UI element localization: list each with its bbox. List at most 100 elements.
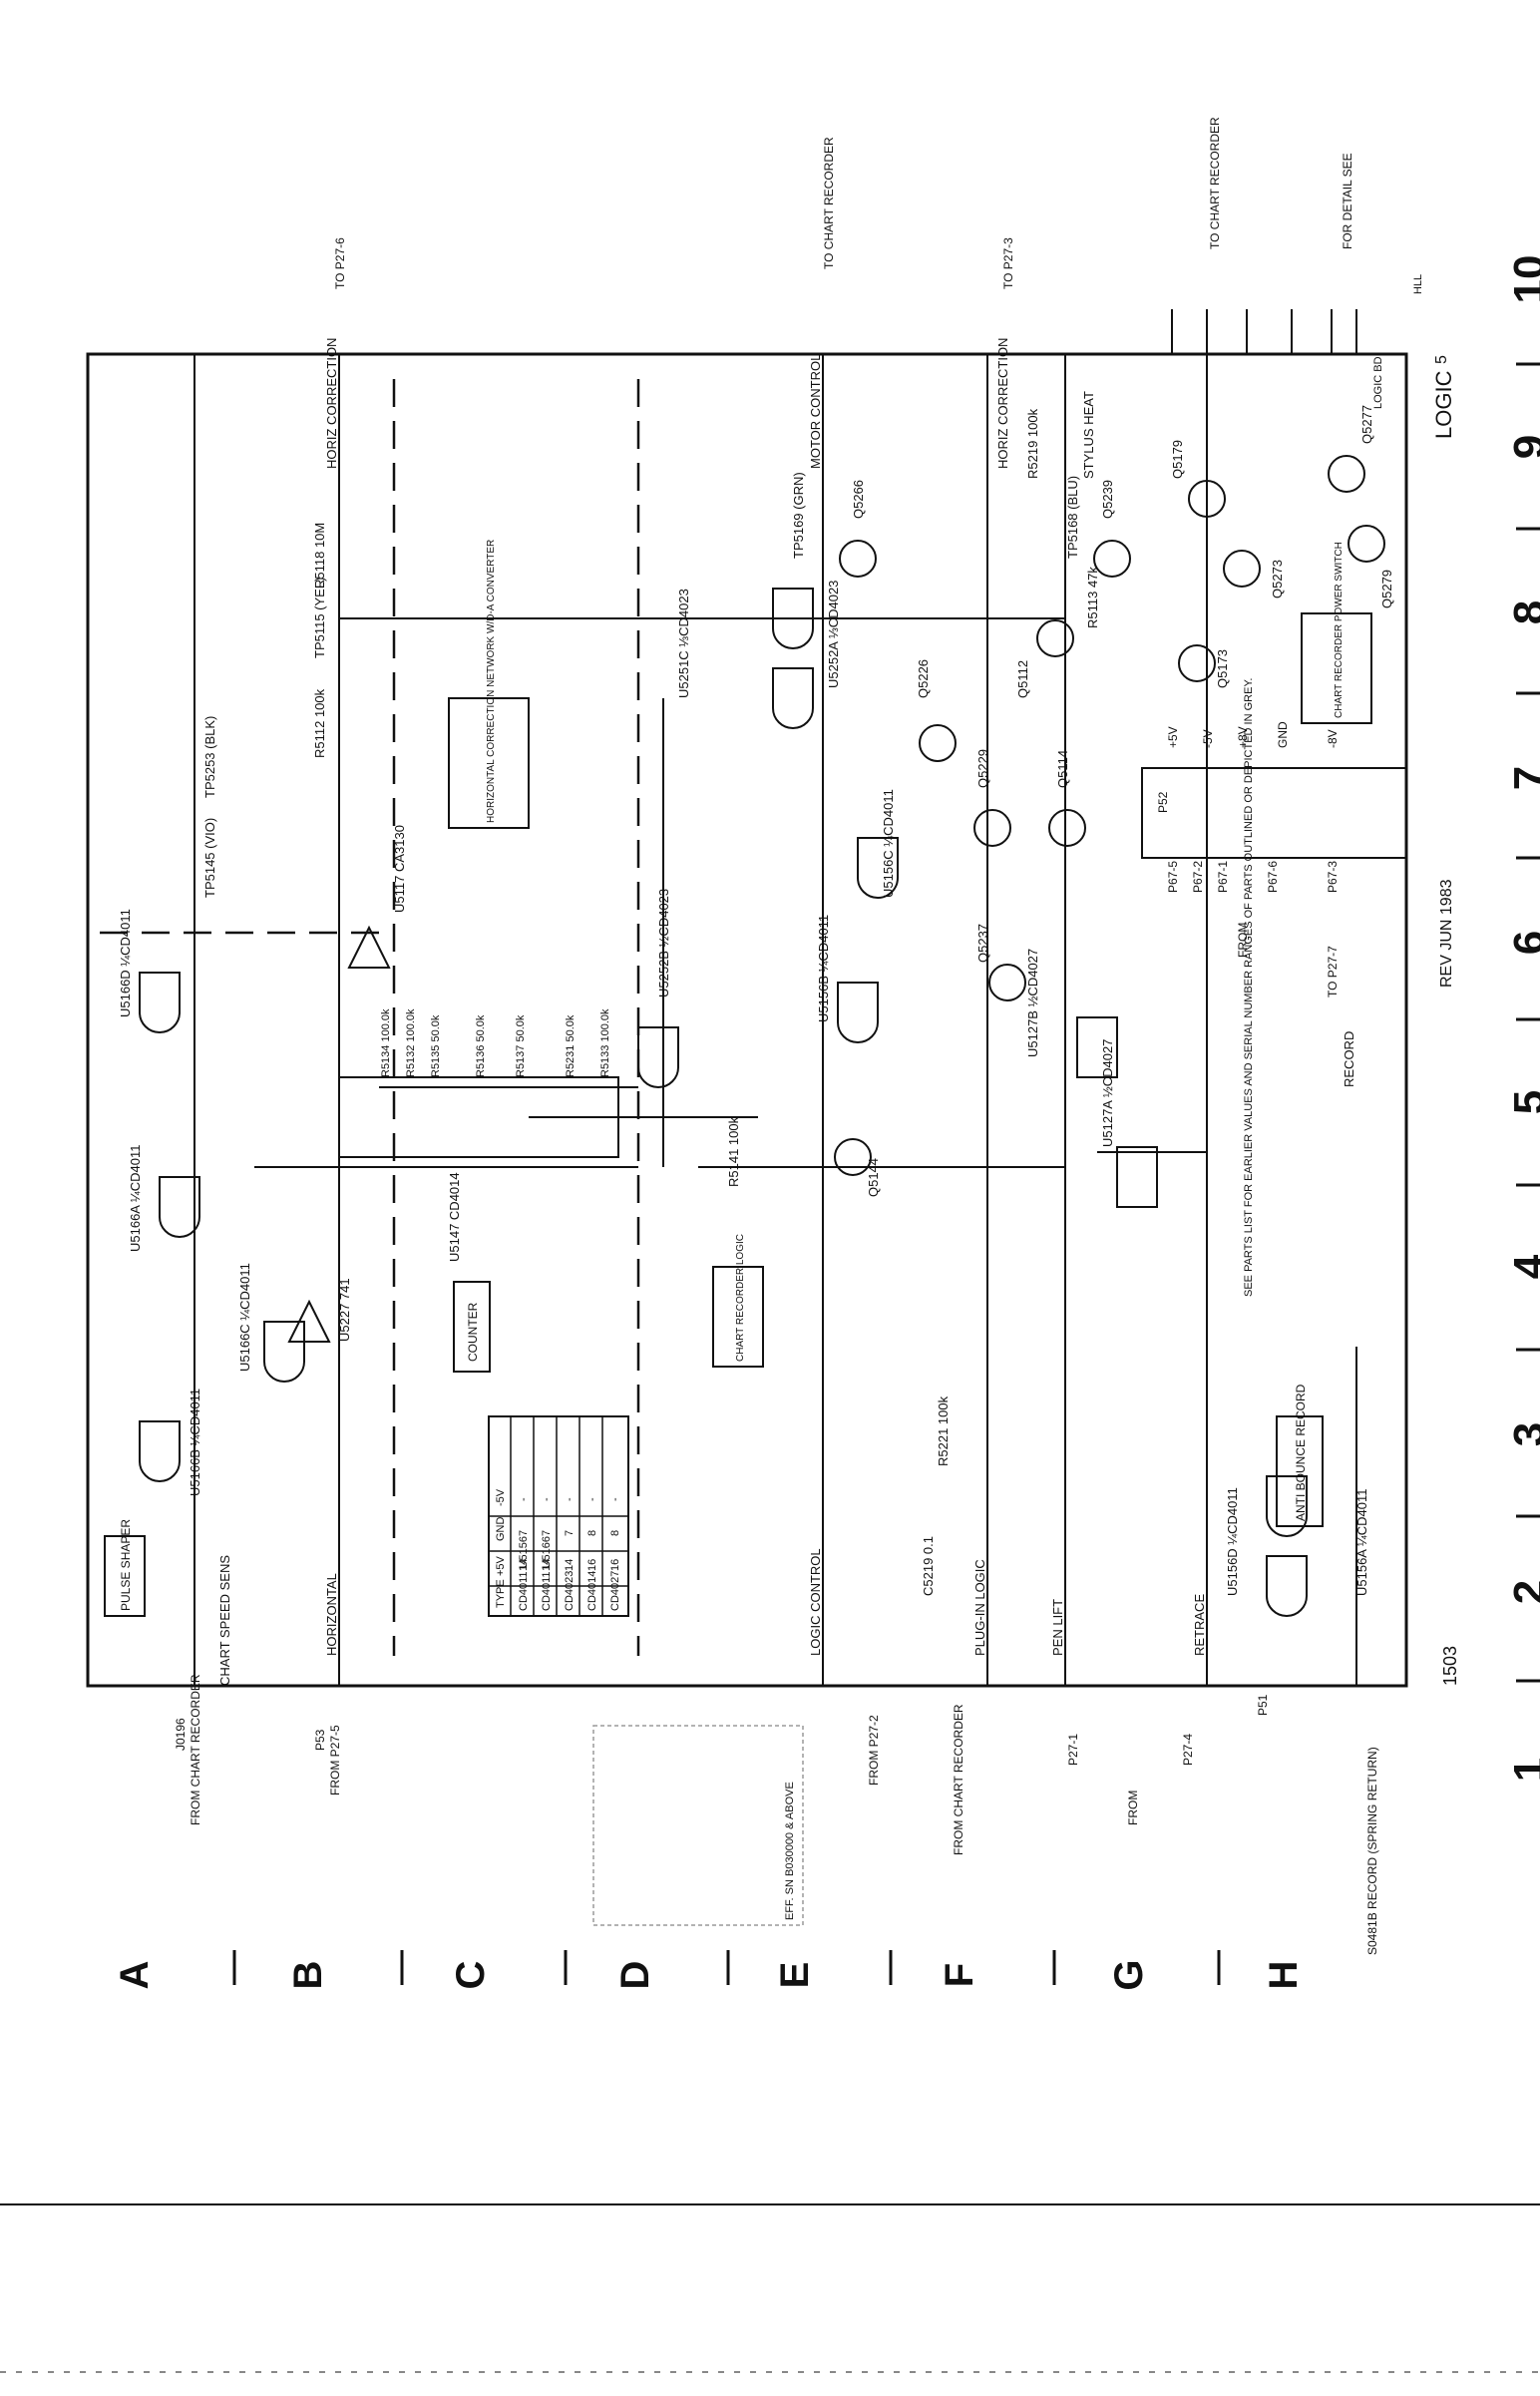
label-u5117: U5117 CA3130	[392, 825, 407, 913]
supply-minus8: -8V	[1326, 729, 1340, 748]
ic-table-cell: 14	[541, 1559, 553, 1571]
label-from-group: FROM	[1126, 1791, 1140, 1825]
ic-table-cell: 16	[586, 1559, 598, 1571]
sheet-title: LOGIC	[1431, 370, 1456, 439]
label-tp5115: TP5115 (YEL)	[312, 578, 327, 658]
ic-table-cell: 8	[609, 1530, 621, 1536]
label-to-p27-7: TO P27-7	[1326, 946, 1340, 998]
ic-table-cell: 7	[564, 1530, 576, 1536]
label-tp5253: TP5253 (BLK)	[202, 716, 217, 798]
ic-table-cell: CD4014	[586, 1571, 598, 1611]
gate-symbols	[139, 588, 1308, 1617]
ic-table-header-minus5: -5V	[495, 1488, 507, 1506]
ic-table-header-gnd: GND	[495, 1517, 507, 1542]
label-plug-in-logic: PLUG-IN LOGIC	[972, 1559, 987, 1656]
ladder-r5134: R5134 100.0k	[380, 1008, 392, 1077]
grid-number-3: 3	[1505, 1422, 1540, 1446]
label-record: RECORD	[1342, 1031, 1356, 1087]
label-p27-4: P27-4	[1181, 1734, 1195, 1766]
grid-letter-E: E	[773, 1962, 817, 1989]
title-block: SEE PARTS LIST FOR EARLIER VALUES AND SE…	[1243, 274, 1460, 1686]
ladder-r5137: R5137 50.0k	[515, 1014, 527, 1077]
grid-letter-F: F	[938, 1963, 981, 1987]
ic-table-cell: 7	[518, 1530, 530, 1536]
label-from-p52: FROM	[1236, 923, 1250, 958]
ic-table-cell: CD4011 U5166	[541, 1536, 553, 1611]
resistor-ladder: R5134 100.0k R5132 100.0k R5135 50.0k R5…	[380, 1008, 611, 1077]
ic-table-header-type: TYPE	[495, 1579, 507, 1608]
label-to-chart-recorder: TO CHART RECORDER	[822, 137, 836, 269]
label-q5279: Q5279	[1379, 570, 1394, 608]
ic-table-cell: -	[586, 1497, 598, 1501]
label-p52: P52	[1156, 791, 1170, 813]
section-dividers	[100, 379, 640, 1656]
label-tp5145: TP5145 (VIO)	[202, 818, 217, 898]
block-antibounce: ANTI BOUNCE RECORD	[1294, 1384, 1308, 1521]
label-to-p27-6: TO P27-6	[333, 237, 347, 289]
signal-labels: HORIZ CORRECTION HORIZONTAL LOGIC CONTRO…	[217, 338, 1356, 1686]
label-from-chart-recorder-2: FROM CHART RECORDER	[952, 1704, 965, 1855]
grid-number-8: 8	[1505, 600, 1540, 624]
label-from-list-3: P67-6	[1266, 861, 1280, 893]
ladder-r5136: R5136 50.0k	[475, 1014, 487, 1077]
label-from-list-0: P67-5	[1166, 861, 1180, 893]
label-from-p27-5: FROM P27-5	[328, 1725, 342, 1796]
label-r5219: R5219 100k	[1025, 408, 1040, 479]
label-q5144: Q5144	[866, 1158, 881, 1197]
label-u5252b: U5252B ½CD4023	[656, 889, 671, 998]
ic-table-cell: 8	[586, 1530, 598, 1536]
label-to-chart-recorder-2: TO CHART RECORDER	[1208, 117, 1222, 249]
supply-plus8: +8V	[1236, 726, 1250, 748]
label-retrace: RETRACE	[1192, 1594, 1207, 1656]
ic-table-cell: -	[609, 1497, 621, 1501]
grid-number-5: 5	[1505, 1090, 1540, 1114]
label-u5252a: U5252A ⅓CD4023	[826, 581, 841, 688]
label-q5114: Q5114	[1055, 750, 1070, 788]
supply-gnd: GND	[1276, 721, 1290, 748]
label-q5277: Q5277	[1359, 405, 1374, 444]
label-r5112: R5112 100k	[312, 688, 327, 758]
ic-table-cell: CD4011 U5156	[518, 1536, 530, 1611]
ladder-r5132: R5132 100.0k	[405, 1008, 417, 1077]
label-tp5168: TP5168 (BLU)	[1065, 476, 1080, 559]
grid-number-9: 9	[1505, 435, 1540, 459]
ic-table: TYPE +5V GND -5V CD4011 U5156 14 7 - CD4…	[488, 1415, 629, 1617]
label-chart-speed-sens: CHART SPEED SENS	[217, 1555, 232, 1686]
label-horiz-correction: HORIZ CORRECTION	[324, 338, 339, 469]
ladder-r5135: R5135 50.0k	[430, 1014, 442, 1077]
title-marker: 5	[1433, 355, 1450, 364]
label-to-p27-3: TO P27-3	[1001, 237, 1015, 289]
component-labels: U5166A ¼CD4011 U5166B ¼CD4011 U5166C ¼CD…	[118, 405, 1394, 1596]
label-u5166d: U5166D ¼CD4011	[118, 909, 133, 1017]
label-q5226: Q5226	[916, 659, 931, 698]
label-u5156a: U5156A ¼CD4011	[1354, 1489, 1369, 1596]
supply-plus5: +5V	[1166, 726, 1180, 748]
label-switch: S0481B RECORD (SPRING RETURN)	[1365, 1747, 1379, 1955]
label-from-list-4: P67-3	[1326, 861, 1340, 893]
ic-table-cell: -	[518, 1497, 530, 1501]
label-u5166b: U5166B ¼CD4011	[188, 1389, 202, 1496]
grid-number-6: 6	[1505, 931, 1540, 955]
label-from-list-2: P67-1	[1216, 861, 1230, 893]
supply-minus5: -5V	[1201, 729, 1215, 748]
label-from-list-1: P67-2	[1191, 861, 1205, 893]
label-q5266: Q5266	[851, 480, 866, 519]
label-c5219: C5219 0.1	[921, 1536, 936, 1596]
label-u5127b: U5127B ½CD4027	[1025, 949, 1040, 1057]
label-pen-lift: PEN LIFT	[1050, 1599, 1065, 1656]
label-u5251c: U5251C ⅓CD4023	[676, 589, 691, 698]
connector-labels: FROM CHART RECORDER FROM P27-5 FROM P27-…	[174, 117, 1379, 1955]
block-counter: COUNTER	[466, 1302, 480, 1362]
label-u5156d: U5156D ¼CD4011	[1225, 1487, 1240, 1596]
grid-number-4: 4	[1505, 1254, 1540, 1279]
label-u5156c: U5156C ¼CD4011	[881, 789, 896, 898]
label-r5118: R5118 10M	[312, 523, 327, 589]
grid-letter-B: B	[286, 1961, 330, 1990]
grid-number-7: 7	[1505, 766, 1540, 790]
ladder-r5231: R5231 50.0k	[565, 1014, 577, 1077]
label-p27-1: P27-1	[1066, 1734, 1080, 1766]
grid-letter-D: D	[613, 1961, 657, 1990]
grid-number-10: 10	[1505, 255, 1540, 304]
power-bus-lines	[1141, 309, 1407, 859]
